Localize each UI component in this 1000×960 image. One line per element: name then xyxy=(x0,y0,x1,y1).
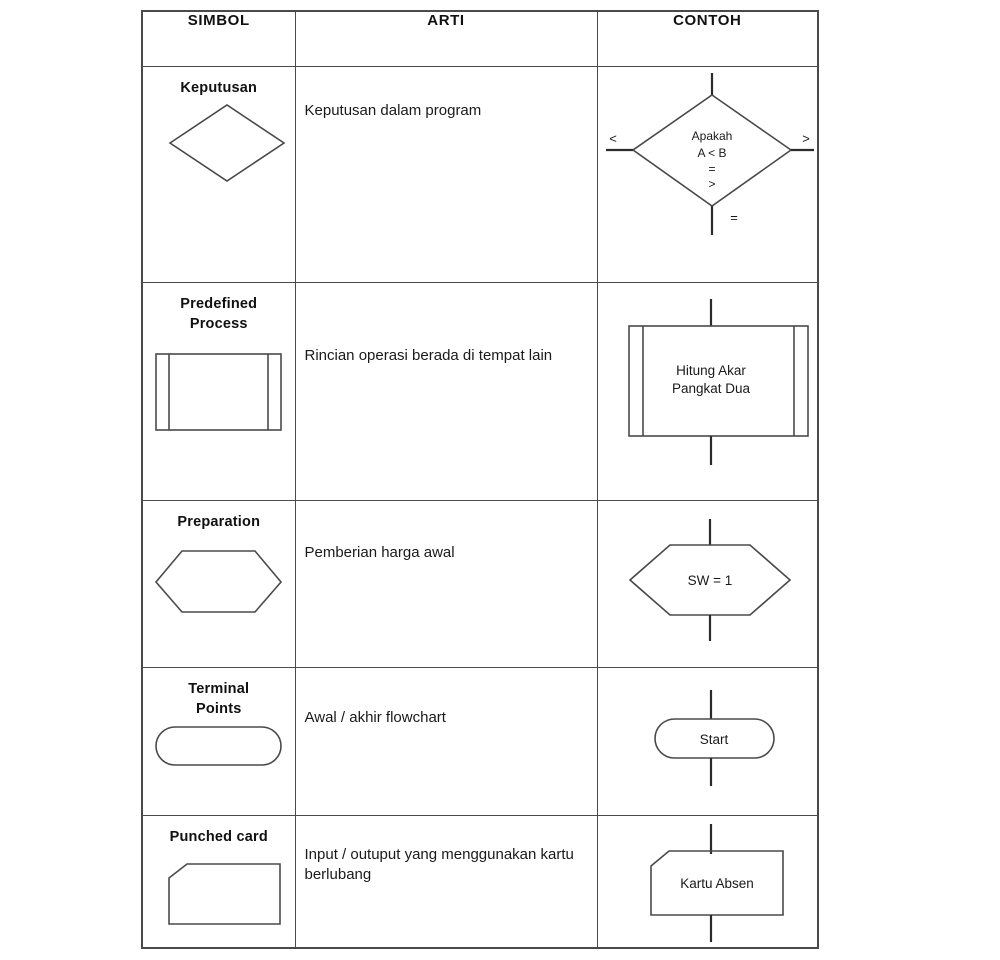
table-row: Punched card Input / outuput yang menggu… xyxy=(141,815,819,948)
symbol-cell-terminal-points: Terminal Points xyxy=(141,667,296,816)
example-cell-punched-card: Kartu Absen xyxy=(596,815,819,948)
example-text-line-2: A < B xyxy=(697,146,726,160)
example-cell-terminal-points: Start xyxy=(596,667,819,816)
symbol-shape-stadium xyxy=(143,719,296,789)
symbol-shape-diamond xyxy=(143,99,296,199)
symbol-cell-predefined-process: Predefined Process xyxy=(141,282,296,501)
meaning-cell-keputusan: Keputusan dalam program xyxy=(294,66,598,283)
example-text-line-4: > xyxy=(708,177,715,191)
column-header-arti: ARTI xyxy=(294,10,598,67)
example-shape-hexagon: SW = 1 xyxy=(598,501,819,661)
example-text-line-1: Start xyxy=(699,732,728,747)
meaning-text-punched-card: Input / outuput yang menggunakan kartu b… xyxy=(304,846,574,884)
symbol-shape-hexagon xyxy=(143,533,296,633)
symbol-cell-keputusan: Keputusan xyxy=(141,66,296,283)
meaning-cell-terminal-points: Awal / akhir flowchart xyxy=(294,667,598,816)
symbol-shape-predefined-process xyxy=(143,334,296,434)
example-text-line-1: Hitung Akar xyxy=(676,363,746,378)
symbol-name-predefined-process-line2: Process xyxy=(189,315,248,332)
symbol-name-punched-card: Punched card xyxy=(169,829,268,845)
symbol-shape-punched-card xyxy=(143,848,296,933)
symbol-cell-preparation: Preparation xyxy=(141,500,296,668)
example-cell-keputusan: < > = Apakah A < B = > xyxy=(596,66,819,283)
example-text-line-3: = xyxy=(708,162,715,176)
symbol-name-terminal-points-line2: Points xyxy=(195,700,242,717)
flowchart-symbol-table: SIMBOL ARTI CONTOH Keputusan Keputusan d… xyxy=(141,10,819,949)
meaning-cell-punched-card: Input / outuput yang menggunakan kartu b… xyxy=(294,815,598,948)
column-header-contoh: CONTOH xyxy=(596,10,819,67)
example-text-line-1: SW = 1 xyxy=(687,573,732,588)
example-shape-stadium: Start xyxy=(598,668,819,808)
symbol-name-keputusan: Keputusan xyxy=(180,80,258,96)
table-header-row: SIMBOL ARTI CONTOH xyxy=(141,10,819,67)
edge-label-right: > xyxy=(802,131,810,146)
example-shape-decision-diamond: < > = Apakah A < B = > xyxy=(598,67,819,267)
meaning-text-preparation: Pemberian harga awal xyxy=(304,544,455,561)
example-text-line-1: Kartu Absen xyxy=(680,876,754,891)
example-shape-predefined-process: Hitung Akar Pangkat Dua xyxy=(598,283,819,483)
example-shape-punched-card: Kartu Absen xyxy=(598,816,819,944)
example-text-line-2: Pangkat Dua xyxy=(671,381,750,396)
example-cell-preparation: SW = 1 xyxy=(596,500,819,668)
edge-label-bottom: = xyxy=(730,210,738,225)
column-header-simbol: SIMBOL xyxy=(141,10,296,67)
table-row: Predefined Process Rincian operasi berad… xyxy=(141,282,819,501)
symbol-name-preparation: Preparation xyxy=(177,514,261,530)
meaning-text-terminal-points: Awal / akhir flowchart xyxy=(304,709,446,726)
meaning-cell-predefined-process: Rincian operasi berada di tempat lain xyxy=(294,282,598,501)
meaning-text-predefined-process: Rincian operasi berada di tempat lain xyxy=(304,347,553,364)
table-row: Terminal Points Awal / akhir flowchart xyxy=(141,667,819,816)
example-text-line-1: Apakah xyxy=(691,129,732,143)
example-cell-predefined-process: Hitung Akar Pangkat Dua xyxy=(596,282,819,501)
meaning-text-keputusan: Keputusan dalam program xyxy=(304,102,482,119)
edge-label-left: < xyxy=(609,131,617,146)
table-row: Keputusan Keputusan dalam program xyxy=(141,66,819,283)
symbol-name-predefined-process-line1: Predefined xyxy=(180,296,258,312)
table-row: Preparation Pemberian harga awal SW = xyxy=(141,500,819,668)
symbol-cell-punched-card: Punched card xyxy=(141,815,296,948)
meaning-cell-preparation: Pemberian harga awal xyxy=(294,500,598,668)
symbol-name-terminal-points-line1: Terminal xyxy=(188,681,250,697)
